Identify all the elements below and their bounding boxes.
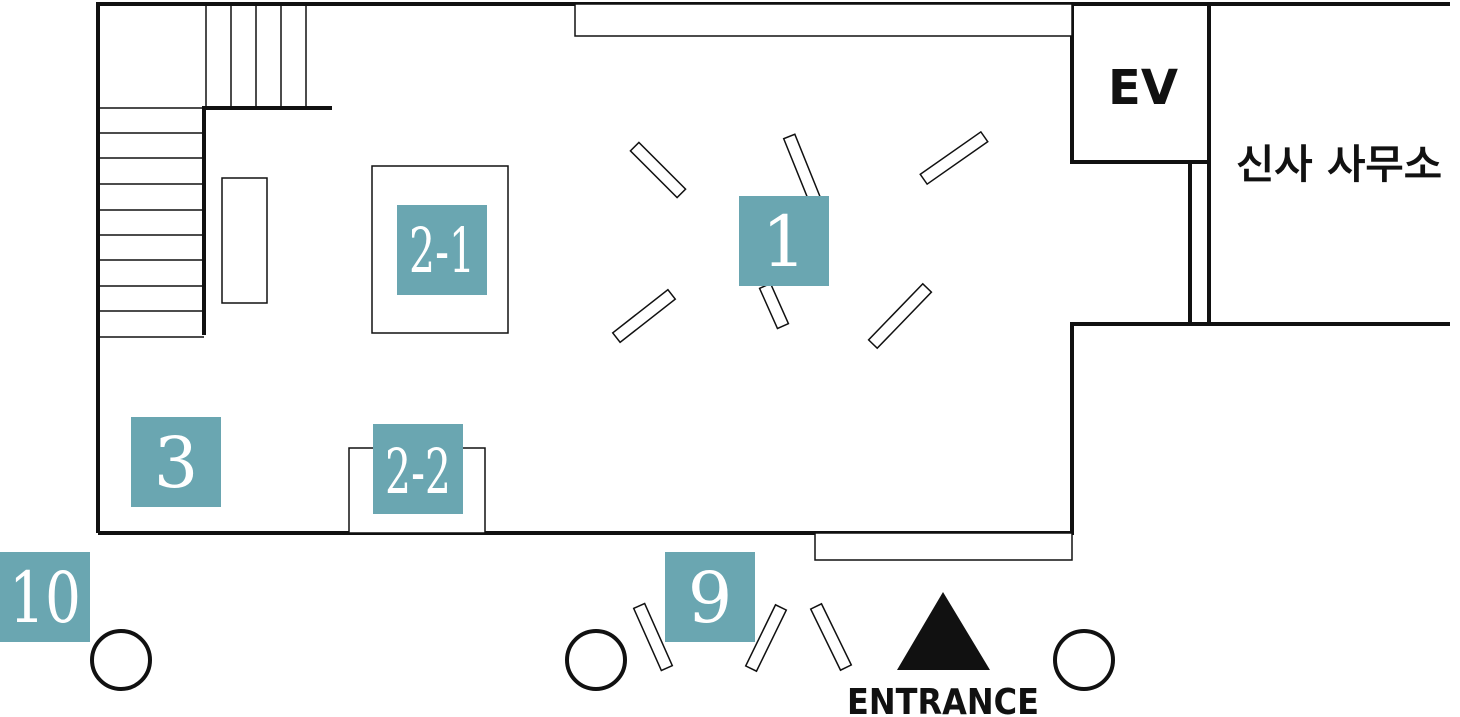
staircase-top xyxy=(205,4,307,108)
zone-9-label: 9 xyxy=(688,557,733,639)
zone-3-badge[interactable]: 3 xyxy=(131,417,221,507)
zone-2-2-label: 2-2 xyxy=(385,435,451,508)
zone-9-badge[interactable]: 9 xyxy=(665,552,755,642)
staircase-left xyxy=(98,107,204,338)
zone-1-label: 1 xyxy=(762,201,807,283)
display-table-left xyxy=(221,177,268,304)
zone-10-badge[interactable]: 10 xyxy=(0,552,90,642)
circle-icon xyxy=(90,629,152,691)
circle-icon xyxy=(565,629,627,691)
wall-shelf xyxy=(574,3,1073,37)
display-panels xyxy=(611,130,989,350)
zone-2-1-label: 2-1 xyxy=(409,214,475,287)
office-label: 신사 사무소 xyxy=(1236,142,1442,188)
zone-2-2-badge[interactable]: 2-2 xyxy=(373,424,463,514)
zone-3-label: 3 xyxy=(154,422,199,504)
entrance-label: ENTRANCE xyxy=(847,682,1039,717)
circle-icon xyxy=(1053,629,1115,691)
elevator-label: EV xyxy=(1108,60,1178,116)
zone-1-badge[interactable]: 1 xyxy=(739,196,829,286)
triangle-up-icon xyxy=(897,592,990,670)
outdoor-panels xyxy=(632,602,853,673)
zone-2-1-badge[interactable]: 2-1 xyxy=(397,205,487,295)
entrance-threshold xyxy=(814,532,1073,561)
zone-10-label: 10 xyxy=(9,557,81,639)
